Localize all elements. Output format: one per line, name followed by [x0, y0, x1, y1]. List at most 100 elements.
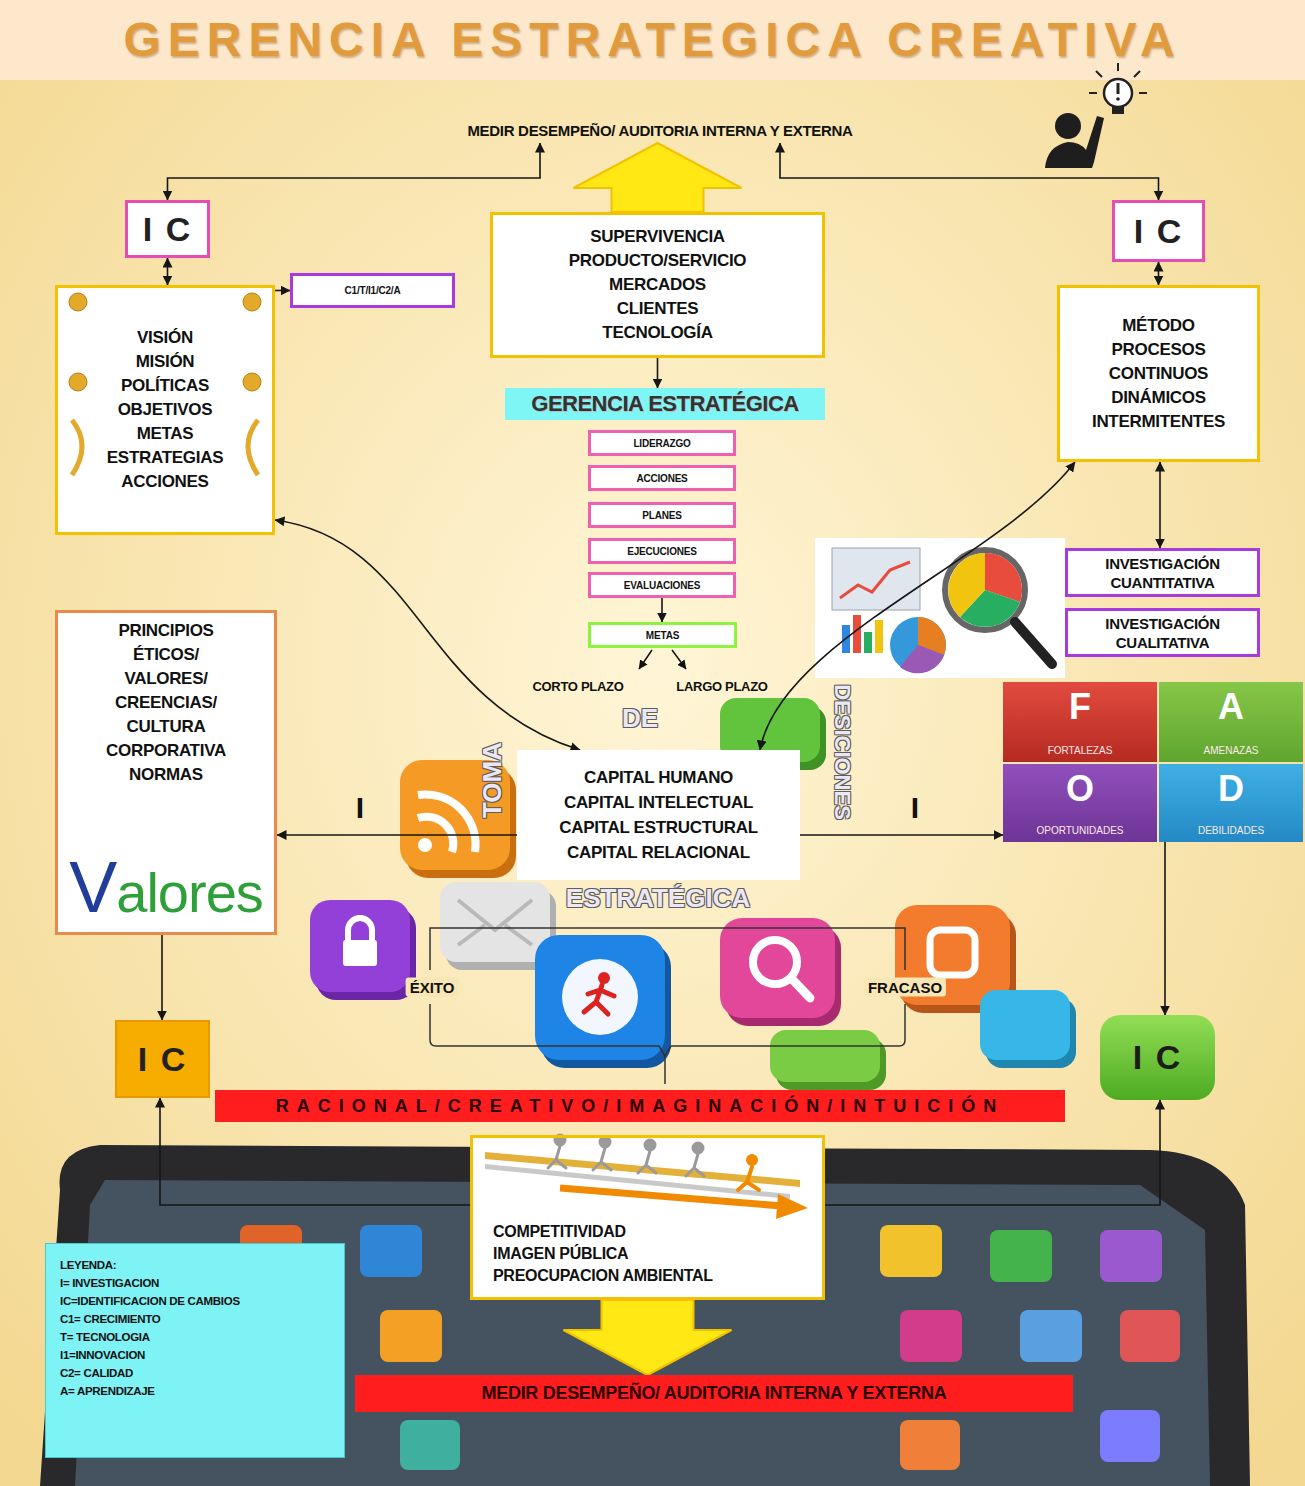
legend-text: I= INVESTIGACION	[60, 1277, 159, 1289]
label-text: TOMA	[477, 742, 508, 818]
node-text: INVESTIGACIÓN CUANTITATIVA	[1074, 554, 1251, 592]
legend-text: T= TECNOLOGIA	[60, 1331, 150, 1343]
lead-runner	[738, 1167, 759, 1190]
node-text: I C	[138, 1040, 187, 1079]
connector	[1159, 462, 1161, 548]
node-text: ACCIONES	[636, 473, 687, 484]
node-text: AMENAZAS	[1203, 745, 1258, 757]
node-text: DEBILIDADES	[1198, 825, 1264, 837]
box-ground	[55, 285, 275, 535]
decision-word: ESTRATÉGICA	[566, 883, 750, 914]
node-text: FORTALEZAS	[1048, 745, 1113, 757]
decision-word: DESICIONES	[829, 684, 855, 820]
leader-arrow	[639, 650, 652, 669]
node-text: F	[1069, 686, 1091, 728]
runner-head	[598, 972, 610, 984]
legend-text: A= APRENDIZAJE	[60, 1385, 155, 1397]
node-text: C1/T/I1/C2/A	[345, 285, 401, 296]
connector	[661, 598, 663, 622]
app-tile	[1100, 1230, 1162, 1282]
label-text: FRACASO	[868, 979, 942, 996]
globe	[562, 959, 638, 1035]
legend-text: IC=IDENTIFICACION DE CAMBIOS	[60, 1295, 240, 1307]
node-text: Valores	[69, 852, 263, 928]
app-tile	[1100, 1410, 1160, 1462]
node-text: CULTURA CORPORATIVA	[86, 715, 246, 763]
node-text: INTERMITENTES	[1092, 410, 1225, 434]
legend-text: C1= CRECIMIENTO	[60, 1313, 160, 1325]
edge-label-text: I	[356, 791, 364, 825]
label-text: DESICIONES	[829, 684, 855, 820]
change-box: I C	[125, 200, 210, 258]
app-tile	[990, 1230, 1052, 1282]
magnifier-handle	[1015, 622, 1052, 664]
chart-bar	[864, 632, 872, 653]
node-text: MEDIR DESEMPEÑO/ AUDITORIA INTERNA Y EXT…	[482, 1383, 947, 1404]
node-text: CAPITAL ESTRUCTURAL	[559, 815, 758, 840]
step-box: LIDERAZGO	[588, 430, 736, 456]
connector	[167, 258, 169, 285]
node-text: D	[1218, 768, 1244, 810]
connector	[168, 143, 541, 200]
node-text: EVALUACIONES	[624, 580, 700, 591]
research-box: INVESTIGACIÓN CUALITATIVA	[1065, 608, 1260, 657]
node-text: GERENCIA ESTRATÉGICA	[531, 391, 798, 417]
node-text: CAPITAL RELACIONAL	[567, 840, 750, 865]
legend-box: LEYENDA:I= INVESTIGACIONIC=IDENTIFICACIO…	[45, 1243, 345, 1458]
title-text: GERENCIA ESTRATEGICA CREATIVA	[0, 12, 1305, 67]
runner	[548, 1146, 566, 1168]
bulb-rays	[1089, 63, 1147, 93]
node-text: O	[1066, 768, 1094, 810]
outcome-bracket	[430, 928, 905, 970]
node-text: TECNOLOGÍA	[602, 321, 712, 345]
term-label: CORTO PLAZO	[532, 679, 623, 694]
mail-lines	[458, 900, 532, 945]
app-tile	[1020, 1310, 1082, 1362]
bulb-mark	[1117, 83, 1120, 94]
legend-item: IC=IDENTIFICACION DE CAMBIOS	[60, 1292, 330, 1310]
node-text: EJECUCIONES	[627, 546, 697, 557]
runner	[600, 1137, 610, 1147]
swot-cell: AAMENAZAS	[1159, 682, 1303, 762]
method-box: MÉTODOPROCESOSCONTINUOSDINÁMICOSINTERMIT…	[1057, 285, 1260, 462]
node-text: METAS	[137, 422, 194, 446]
app-tile	[880, 1225, 942, 1277]
values-box: PRINCIPIOS ÉTICOS/VALORES/CREENCIAS/CULT…	[55, 610, 277, 935]
legend-text: I1=INNOVACION	[60, 1349, 145, 1361]
node-text: INVESTIGACIÓN CUALITATIVA	[1074, 614, 1251, 652]
node-text: CLIENTES	[617, 297, 699, 321]
goal-box: METAS	[588, 622, 737, 648]
app-tile	[380, 1310, 442, 1362]
legend-item: I1=INNOVACION	[60, 1346, 330, 1364]
competitiveness-box: COMPETITIVIDADIMAGEN PÚBLICAPREOCUPACION…	[470, 1135, 825, 1300]
node-text: DINÁMICOS	[1111, 386, 1206, 410]
bulb-mark	[1116, 97, 1120, 101]
big-arrow	[574, 143, 742, 212]
node-text: PRINCIPIOS ÉTICOS/	[86, 619, 246, 667]
phone-body	[40, 1145, 1250, 1486]
app-tile	[360, 1225, 422, 1277]
capital-box: CAPITAL HUMANOCAPITAL INTELECTUALCAPITAL…	[517, 750, 800, 880]
runner	[645, 1140, 655, 1150]
bulb-base	[1112, 106, 1124, 114]
vision-box: VISIÓNMISIÓNPOLÍTICASOBJETIVOSMETASESTRA…	[55, 285, 275, 535]
connector	[780, 143, 1159, 200]
node-text: CAPITAL HUMANO	[584, 765, 733, 790]
legend-item: I= INVESTIGACION	[60, 1274, 330, 1292]
management-band: GERENCIA ESTRATÉGICA	[505, 388, 825, 420]
growth-arrow-head	[776, 1194, 808, 1219]
change-box: I C	[115, 1020, 210, 1098]
swot-cell: F FORTALEZAS	[1003, 682, 1157, 762]
runners	[548, 1135, 704, 1176]
node-text: MEDIR DESEMPEÑO/ AUDITORIA INTERNA Y EXT…	[467, 122, 852, 139]
box-ground	[55, 610, 277, 935]
node-text: NORMAS	[129, 763, 203, 787]
outcome-label: ÉXITO	[406, 978, 459, 997]
lock-shackle	[348, 918, 372, 940]
step-box: EJECUCIONES	[588, 538, 736, 564]
node-text: METAS	[646, 630, 679, 641]
node-text: I C	[1133, 1038, 1182, 1077]
search-handle	[791, 978, 810, 998]
change-box: I C	[1112, 200, 1205, 262]
